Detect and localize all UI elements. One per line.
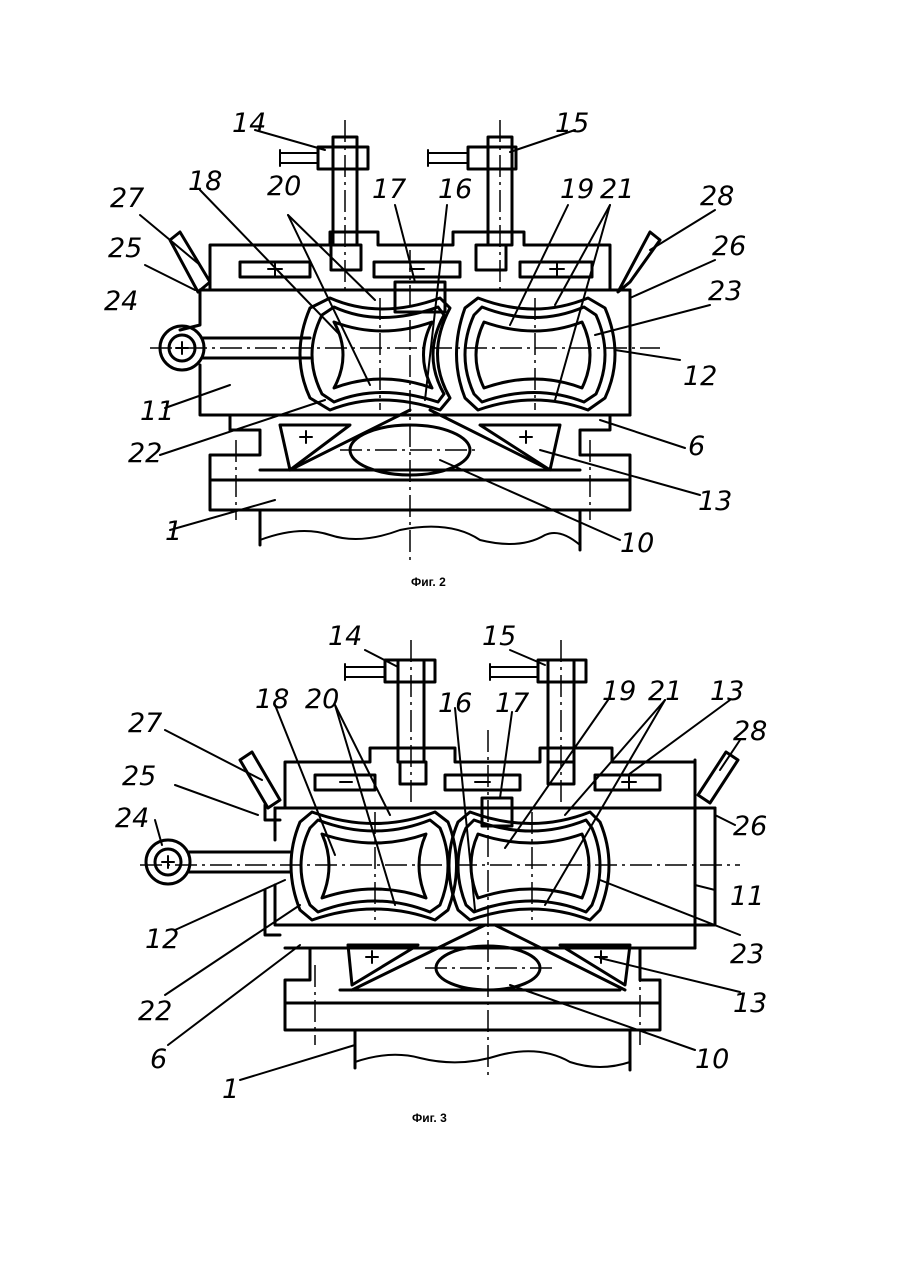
- fig2-label-20: 20: [267, 171, 301, 202]
- fig3-label-13-bottom: 13: [733, 988, 767, 1019]
- fig3-label-19: 19: [602, 676, 636, 707]
- fig3-label-27: 27: [128, 708, 162, 739]
- fig2-caption: Фиг. 2: [411, 575, 446, 589]
- fig3-label-12: 12: [145, 924, 179, 955]
- fig2-label-15: 15: [555, 108, 589, 139]
- fig2-label-17: 17: [372, 174, 406, 205]
- fig2-label-16: 16: [438, 174, 472, 205]
- fig2-label-25: 25: [108, 233, 142, 264]
- fig3-label-22: 22: [138, 996, 172, 1027]
- fig3-label-14: 14: [328, 621, 362, 652]
- fig3-label-25: 25: [122, 761, 156, 792]
- fig3-caption: Фиг. 3: [412, 1111, 447, 1125]
- fig3-label-24: 24: [115, 803, 149, 834]
- fig3-label-28: 28: [733, 716, 767, 747]
- fig2-label-28: 28: [700, 181, 734, 212]
- fig3-label-16: 16: [438, 688, 472, 719]
- fig3-label-21: 21: [648, 676, 682, 707]
- fig2-label-13: 13: [698, 486, 732, 517]
- fig2-label-24: 24: [104, 286, 138, 317]
- fig2-label-27: 27: [110, 183, 144, 214]
- fig3-label-6: 6: [150, 1044, 167, 1075]
- fig2-label-22: 22: [128, 438, 162, 469]
- fig3-label-18: 18: [255, 684, 289, 715]
- fig3-label-17: 17: [495, 688, 529, 719]
- fig3-label-10: 10: [695, 1044, 729, 1075]
- fig3-label-15: 15: [482, 621, 516, 652]
- fig2-label-1: 1: [165, 516, 182, 547]
- fig2-label-18: 18: [188, 166, 222, 197]
- fig2-label-12: 12: [683, 361, 717, 392]
- fig2-label-21: 21: [600, 174, 634, 205]
- fig2-label-11: 11: [140, 396, 174, 427]
- fig3-label-20: 20: [305, 684, 339, 715]
- fig2-label-26: 26: [712, 231, 746, 262]
- fig2-label-23: 23: [708, 276, 742, 307]
- fig3-label-1: 1: [222, 1074, 239, 1105]
- fig2-label-19: 19: [560, 174, 594, 205]
- fig2-label-10: 10: [620, 528, 654, 559]
- fig3-label-11: 11: [730, 881, 764, 912]
- fig3-label-13-top: 13: [710, 676, 744, 707]
- fig3-label-23: 23: [730, 939, 764, 970]
- fig3-label-26: 26: [733, 811, 767, 842]
- fig2-label-6: 6: [688, 431, 705, 462]
- fig2-label-14: 14: [232, 108, 266, 139]
